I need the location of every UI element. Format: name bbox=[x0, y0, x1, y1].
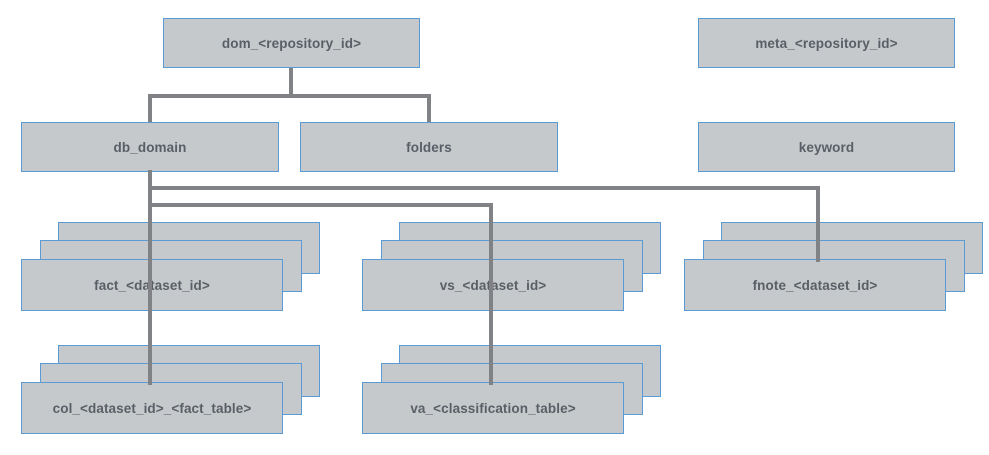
node-meta-repository-id[interactable]: meta_<repository_id> bbox=[698, 18, 955, 68]
stack-layer-front: fact_<dataset_id> bbox=[21, 259, 283, 311]
connector-dom-down bbox=[289, 68, 293, 98]
node-label: folders bbox=[406, 139, 452, 155]
node-va-classification-table[interactable]: va_<classification_table> bbox=[362, 345, 661, 434]
node-keyword[interactable]: keyword bbox=[698, 122, 955, 172]
node-label: fnote_<dataset_id> bbox=[752, 277, 878, 293]
node-label: db_domain bbox=[113, 139, 187, 155]
node-fnote-dataset-id[interactable]: fnote_<dataset_id> bbox=[684, 222, 983, 311]
node-folders[interactable]: folders bbox=[300, 122, 558, 172]
node-label: dom_<repository_id> bbox=[221, 35, 362, 51]
node-label: va_<classification_table> bbox=[410, 400, 576, 416]
node-vs-dataset-id[interactable]: vs_<dataset_id> bbox=[362, 222, 661, 311]
connector-db-domain-to-vs bbox=[489, 203, 493, 385]
node-label: meta_<repository_id> bbox=[755, 35, 898, 51]
node-dom-repository-id[interactable]: dom_<repository_id> bbox=[163, 18, 420, 68]
stack-layer-front: fnote_<dataset_id> bbox=[684, 259, 946, 311]
connector-dom-bus bbox=[148, 94, 431, 98]
node-label: col_<dataset_id>_<fact_table> bbox=[52, 400, 252, 416]
connector-db-domain-bus-upper bbox=[148, 186, 820, 190]
connector-db-domain-down bbox=[148, 170, 152, 262]
stack-layer-front: va_<classification_table> bbox=[362, 382, 624, 434]
connector-dom-to-folders bbox=[427, 94, 431, 123]
node-col-dataset-id-fact-table[interactable]: col_<dataset_id>_<fact_table> bbox=[21, 345, 320, 434]
node-fact-dataset-id[interactable]: fact_<dataset_id> bbox=[21, 222, 320, 311]
stack-layer-front: col_<dataset_id>_<fact_table> bbox=[21, 382, 283, 434]
connector-fact-to-col bbox=[148, 262, 152, 385]
node-db-domain[interactable]: db_domain bbox=[21, 122, 279, 172]
node-label: keyword bbox=[798, 139, 855, 155]
connector-dom-to-db-domain bbox=[148, 94, 152, 123]
stack-layer-front: vs_<dataset_id> bbox=[362, 259, 624, 311]
connector-db-domain-to-fnote bbox=[816, 186, 820, 262]
connector-db-domain-bus-lower bbox=[148, 203, 493, 207]
